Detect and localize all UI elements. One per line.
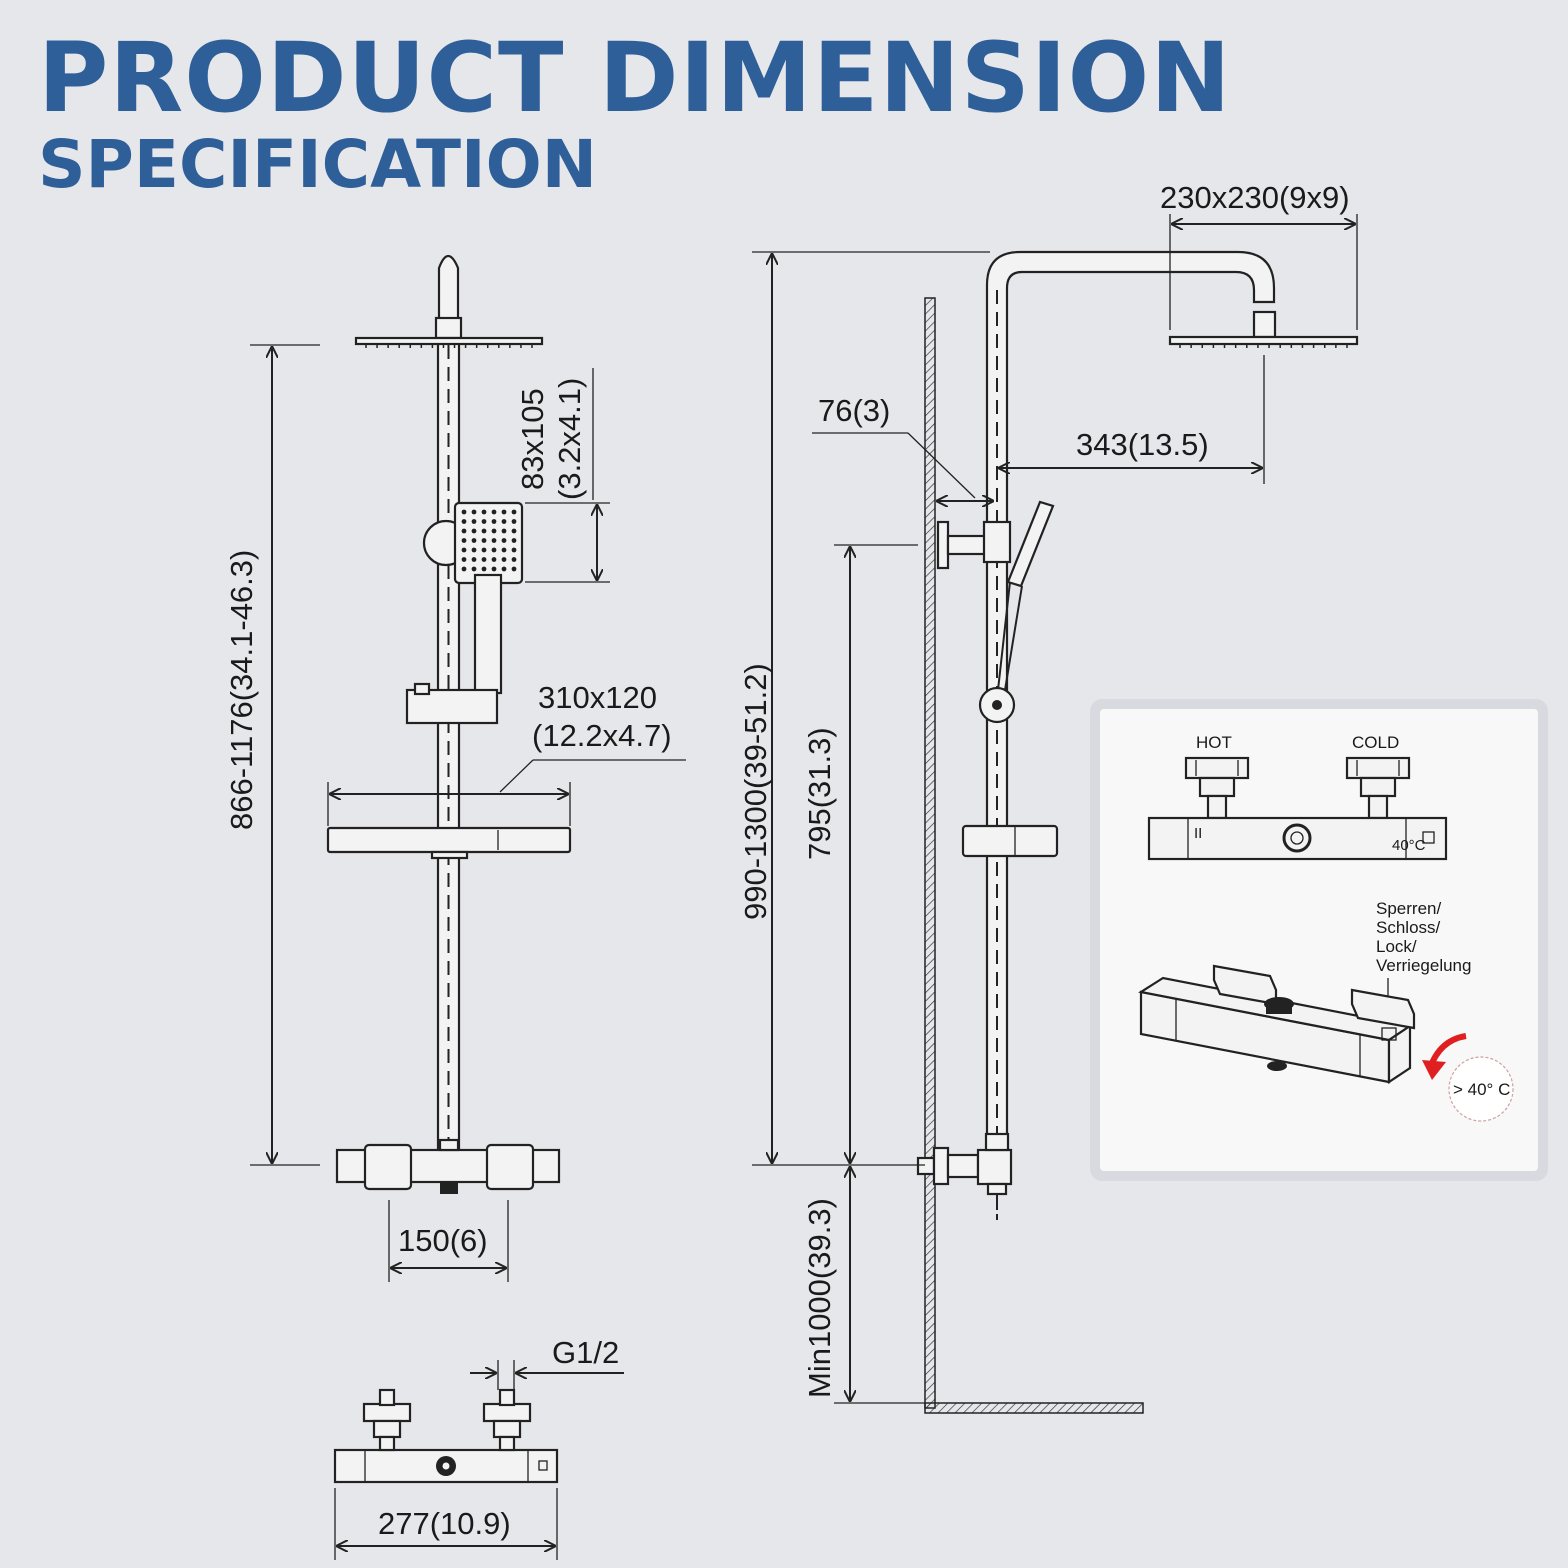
hand-shower-nozzle — [511, 538, 517, 543]
hand-shower-nozzle — [471, 538, 477, 543]
hand-shower-nozzle — [461, 566, 467, 572]
arm-reach-label: 343(13.5) — [1076, 427, 1209, 462]
hand-shower-nozzle — [511, 557, 517, 562]
rain-head-nozzles — [365, 344, 533, 348]
hand-shower-nozzle — [491, 547, 497, 553]
hand-shower-nozzle — [511, 519, 517, 524]
min-floor-height-label: Min1000(39.3) — [802, 1198, 837, 1398]
hand-shower-nozzle — [511, 528, 517, 534]
front-view: 866-1176(34.1-46.3) 83x105 (3.2x4.1) 310… — [224, 254, 686, 1282]
hand-shower-nozzle — [501, 538, 507, 543]
hand-shower-nozzle — [471, 509, 477, 515]
hand-shower-nozzle — [501, 557, 507, 562]
hand-shower-nozzle — [481, 519, 487, 524]
shower-arm-top — [437, 254, 460, 322]
hand-shower-side — [1006, 500, 1055, 588]
hand-shower-nozzle — [461, 509, 467, 515]
hand-shower-nozzle — [471, 519, 477, 524]
lock-label-line-3: Lock/ — [1376, 937, 1417, 956]
hand-shower-nozzle — [461, 519, 467, 524]
shelf-front — [326, 826, 572, 854]
hand-shower-nozzle — [481, 547, 487, 553]
thermostat-detail-inset: HOT COLD II 40°C Sperren/ Schloss/ Lo — [1090, 699, 1548, 1181]
lower-wall-bracket — [932, 1146, 950, 1186]
scale-left-mark: II — [1194, 825, 1202, 842]
hand-shower-nozzle — [481, 538, 487, 543]
hand-shower-nozzle — [481, 566, 487, 572]
inlet-valve-right — [482, 1402, 532, 1423]
hand-shower-nozzle — [461, 528, 467, 534]
hot-handle-icon — [1184, 756, 1250, 780]
temperature-limit-label: > 40° C — [1453, 1080, 1510, 1099]
hand-shower-nozzle — [511, 547, 517, 553]
hand-shower-handle — [473, 573, 503, 695]
bottom-view-thermostat: G1/2 277(10.9) — [333, 1335, 624, 1560]
upper-wall-bracket — [946, 534, 988, 556]
scale-right-mark: 40°C — [1392, 837, 1426, 854]
connection-thread-label: G1/2 — [552, 1335, 619, 1370]
rain-head-side-nozzles — [1179, 344, 1348, 348]
hand-shower-nozzle — [481, 509, 487, 515]
wall — [924, 297, 936, 1409]
hand-shower-nozzle — [511, 509, 517, 515]
hand-shower-nozzle — [491, 566, 497, 572]
shelf-size-inch-label: (12.2x4.7) — [532, 718, 672, 753]
hand-shower-nozzles — [461, 509, 517, 572]
hot-label: HOT — [1196, 733, 1232, 752]
hand-shower-nozzle — [501, 547, 507, 553]
hand-shower-nozzle — [491, 538, 497, 543]
page-subtitle: SPECIFICATION — [38, 126, 597, 203]
cold-handle-icon — [1345, 756, 1411, 780]
hand-shower-nozzle — [471, 547, 477, 553]
hand-shower-nozzle — [501, 509, 507, 515]
slide-bar-holder — [405, 688, 499, 725]
shower-riser-and-arm — [985, 250, 1276, 1152]
hand-shower-size-inch-label: (3.2x4.1) — [552, 378, 587, 500]
inlet-valve-left — [362, 1402, 412, 1423]
floor — [924, 1402, 1144, 1414]
thermostat-width-label: 277(10.9) — [378, 1506, 511, 1541]
cold-label: COLD — [1352, 733, 1399, 752]
page-title: PRODUCT DIMENSION — [38, 22, 1232, 134]
hand-shower-nozzle — [461, 547, 467, 553]
hand-shower-nozzle — [461, 538, 467, 543]
hand-shower-nozzle — [491, 557, 497, 562]
thermostat-body-bottom — [333, 1448, 559, 1484]
rain-shower-head-side — [1168, 335, 1359, 346]
hand-shower-nozzle — [481, 557, 487, 562]
hand-shower-nozzle — [491, 519, 497, 524]
shelf-side — [961, 824, 1059, 858]
lock-label-line-1: Sperren/ — [1376, 899, 1441, 918]
hand-shower-size-label: 83x105 — [515, 388, 550, 490]
bracket-spacing-label: 795(31.3) — [802, 727, 837, 860]
temperature-limit-badge — [1448, 1056, 1514, 1122]
hand-shower-nozzle — [471, 566, 477, 572]
hand-shower-nozzle — [471, 528, 477, 534]
rain-head-size-label: 230x230(9x9) — [1160, 180, 1350, 215]
wall-offset-label: 76(3) — [818, 393, 890, 428]
hand-shower-nozzle — [461, 557, 467, 562]
lock-label-line-4: Verriegelung — [1376, 956, 1471, 975]
hand-shower-nozzle — [471, 557, 477, 562]
hand-shower-nozzle — [481, 528, 487, 534]
lock-button-detail-icon — [1282, 823, 1312, 853]
hand-shower-nozzle — [491, 509, 497, 515]
inlet-spacing-label: 150(6) — [398, 1223, 488, 1258]
hand-shower-nozzle — [501, 566, 507, 572]
overall-height-label: 990-1300(39-51.2) — [738, 663, 773, 920]
rain-shower-head-front — [354, 336, 544, 346]
hand-shower-nozzle — [511, 566, 517, 572]
side-view: 230x230(9x9) 990-1300(39-51.2) 76(3) 343… — [738, 180, 1359, 1414]
shelf-size-label: 310x120 — [538, 680, 657, 715]
hand-shower-nozzle — [491, 528, 497, 534]
lock-label-line-2: Schloss/ — [1376, 918, 1441, 937]
hand-shower-nozzle — [501, 528, 507, 534]
hand-shower-nozzle — [501, 519, 507, 524]
total-height-label: 866-1176(34.1-46.3) — [224, 550, 259, 830]
